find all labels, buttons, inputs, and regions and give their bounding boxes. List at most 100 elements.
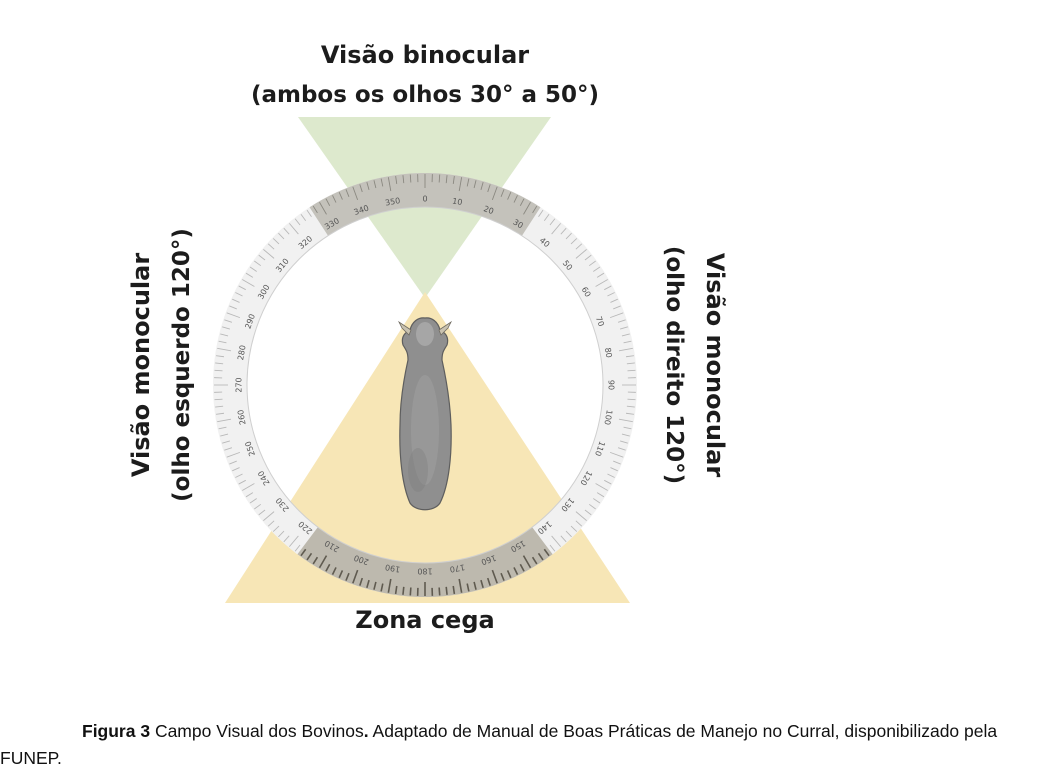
dial-label: 80 [603,347,614,359]
dial-tick [595,279,608,287]
dial-tick [565,232,572,240]
dial-tick [254,260,262,267]
dial-tick [609,312,624,319]
dial-tick [263,511,275,521]
dial-tick [338,192,343,200]
dial-tick [621,433,630,437]
dial-tick [300,548,307,557]
dial-tick [306,552,313,561]
left-monocular-subtitle: (olho esquerdo 120°) [169,228,195,502]
dial-tick [607,292,615,297]
dial-tick [242,279,255,287]
dial-label: 90 [607,380,616,390]
dial-tick [312,205,318,214]
dial-tick [560,227,567,235]
dial-tick [575,243,583,250]
dial-tick [549,544,556,552]
dial-tick [359,184,363,193]
dial-tick [238,285,246,291]
dial-tick [318,555,328,569]
dial-tick [267,243,275,250]
dial-tick [224,319,233,323]
dial-tick [380,583,384,592]
dial-label: 0 [422,195,427,204]
dial-tick [551,223,561,235]
caption-text-2: Adaptado de Manual de Boas Práticas de M… [0,720,998,768]
dial-tick [522,555,532,569]
dial-tick [263,249,275,259]
dial-tick [607,473,615,478]
dial-tick [229,460,237,465]
dial-tick [229,305,237,310]
dial-tick [319,202,327,215]
dial-band [309,172,541,236]
dial-tick [218,340,227,344]
dial-tick [218,426,227,430]
dial-tick [220,333,229,337]
dial-tick [595,483,608,491]
dial-tick [596,272,605,278]
dial-tick [593,498,601,504]
dial-tick [519,563,525,572]
dial-tick [604,285,612,291]
dial-tick [604,479,612,485]
dial-tick [618,347,633,352]
cattle-top-view [397,317,453,511]
dial-tick [283,227,290,235]
dial-tick [373,581,377,590]
dial-tick [473,180,477,189]
dial-tick [366,579,370,589]
dial-tick [617,319,626,323]
dial-tick [593,266,601,272]
dial-tick [610,467,618,472]
dial-tick [623,340,632,344]
dial-tick [480,182,484,190]
dial-tick [249,498,257,504]
dial-tick [267,520,275,527]
dial-label: 180 [417,567,432,576]
dial-tick [215,362,224,365]
dial-tick [613,305,621,310]
dial-tick [543,548,550,557]
dial-tick [507,192,512,200]
dial-tick [217,418,232,423]
dial-tick [584,509,592,516]
dial-tick [238,479,246,485]
dial-label: 270 [235,377,244,392]
dial-tick [380,178,384,187]
dial-tick [458,177,463,192]
dial-tick [245,272,254,278]
dial-tick [623,426,632,430]
dial-tick [584,254,592,261]
dial-tick [278,530,285,538]
dial-tick [283,535,290,543]
dial-tick [575,249,587,259]
right-monocular-subtitle: (olho direito 120°) [661,246,687,484]
blind-zone-label: Zona cega [355,606,494,634]
dial-tick [332,195,337,203]
dial-tick [618,418,633,423]
dial-label: 280 [236,344,248,361]
dial-tick [272,525,280,532]
dial-label: 170 [449,562,466,574]
dial-tick [258,254,266,261]
dial-tick [513,567,519,575]
dial-tick [331,567,337,575]
dial-tick [452,175,455,185]
dial-tick [402,586,405,595]
dial-label: 30 [511,217,524,230]
dial-tick [215,412,225,415]
dial-tick [409,174,412,183]
dial-tick [325,198,331,206]
dial-tick [345,572,350,581]
dial-tick [570,525,578,532]
binocular-title: Visão binocular [321,41,529,69]
dial-tick [409,587,412,596]
dial-tick [513,195,518,203]
dial-tick [215,405,224,408]
dial-tick [373,180,377,189]
dial-tick [626,362,635,365]
dial-tick [387,578,392,593]
dial-tick [491,569,498,584]
